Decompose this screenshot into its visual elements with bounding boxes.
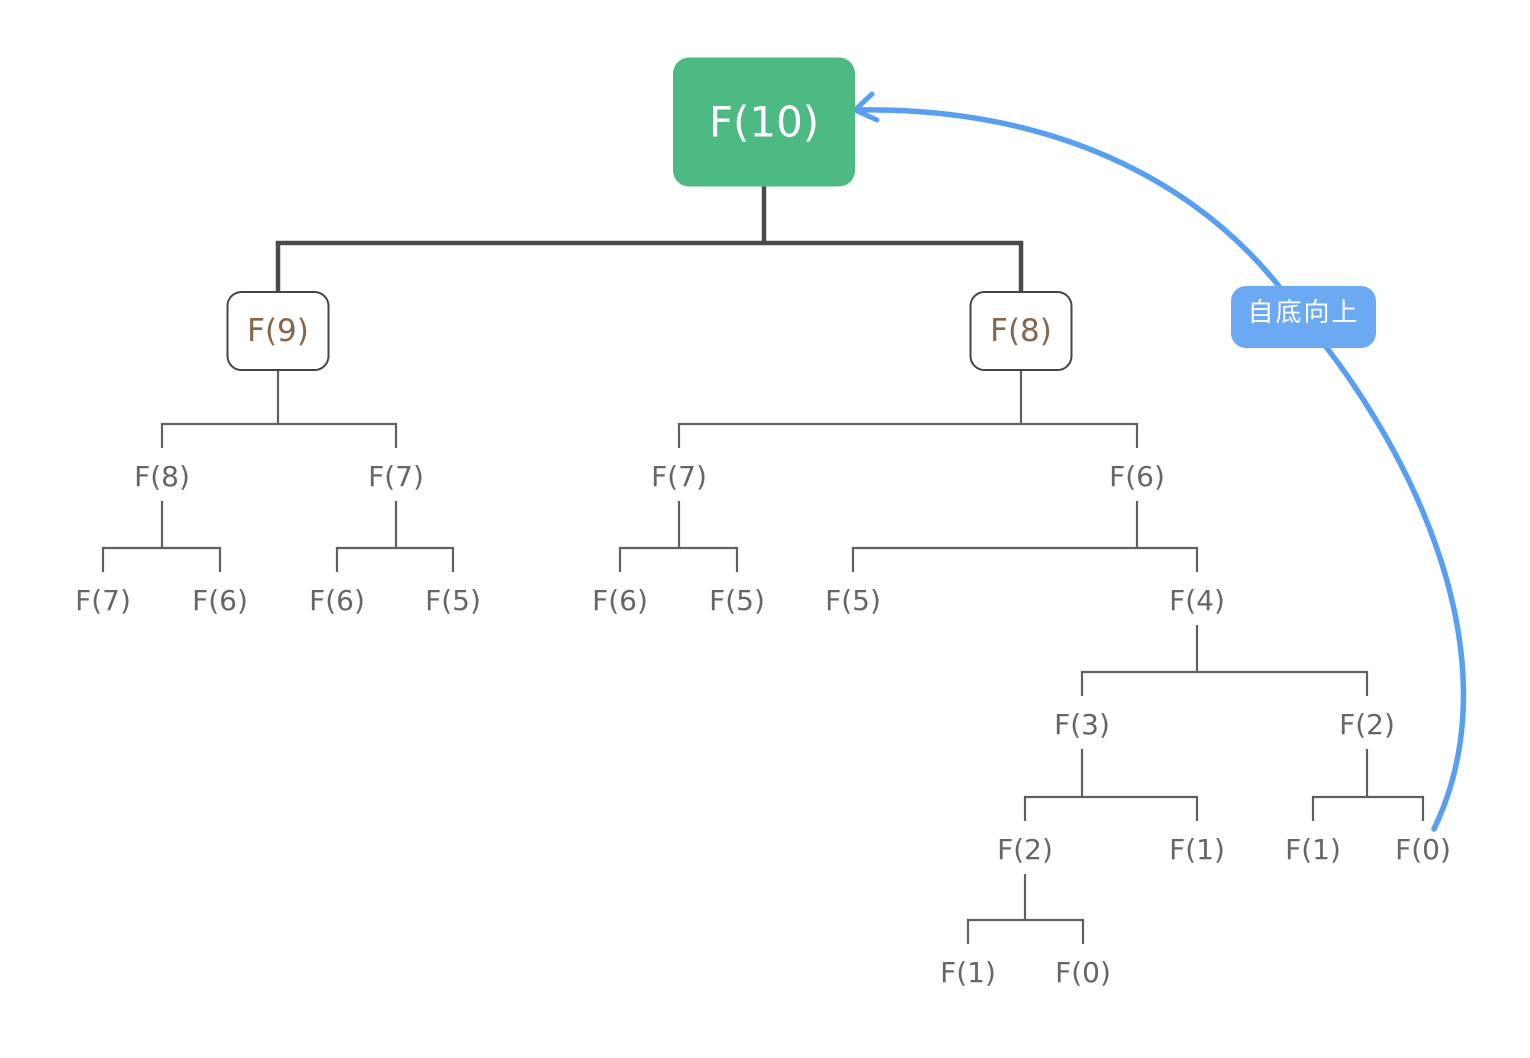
tree-node-f0i: F(0)	[1395, 833, 1451, 866]
tree-node-f1j: F(1)	[940, 956, 996, 989]
tree-node-f9: F(9)	[226, 291, 330, 371]
tree-node-f5d: F(5)	[425, 584, 481, 617]
tree-node-f5e: F(5)	[709, 584, 765, 617]
tree-node-f6e: F(6)	[592, 584, 648, 617]
tree-node-f4f: F(4)	[1169, 584, 1225, 617]
tree-node-f8: F(8)	[969, 291, 1073, 371]
tree-node-f10: F(10)	[673, 57, 855, 187]
tree-node-f7c: F(7)	[75, 584, 131, 617]
bottom-up-label: 自底向上	[1231, 286, 1376, 348]
tree-node-f8a: F(8)	[134, 460, 190, 493]
tree-node-f7a: F(7)	[368, 460, 424, 493]
tree-node-f3g: F(3)	[1054, 708, 1110, 741]
tree-node-f2g: F(2)	[1339, 708, 1395, 741]
tree-node-f2h: F(2)	[997, 833, 1053, 866]
tree-node-f6d: F(6)	[309, 584, 365, 617]
tree-edges	[101, 186, 1425, 944]
arrowhead-icon	[852, 91, 880, 123]
tree-node-f0j: F(0)	[1055, 956, 1111, 989]
tree-node-f1i: F(1)	[1285, 833, 1341, 866]
tree-node-f6c: F(6)	[192, 584, 248, 617]
tree-node-f6b: F(6)	[1109, 460, 1165, 493]
tree-node-f7b: F(7)	[651, 460, 707, 493]
tree-node-f5f: F(5)	[825, 584, 881, 617]
tree-node-f1h: F(1)	[1169, 833, 1225, 866]
